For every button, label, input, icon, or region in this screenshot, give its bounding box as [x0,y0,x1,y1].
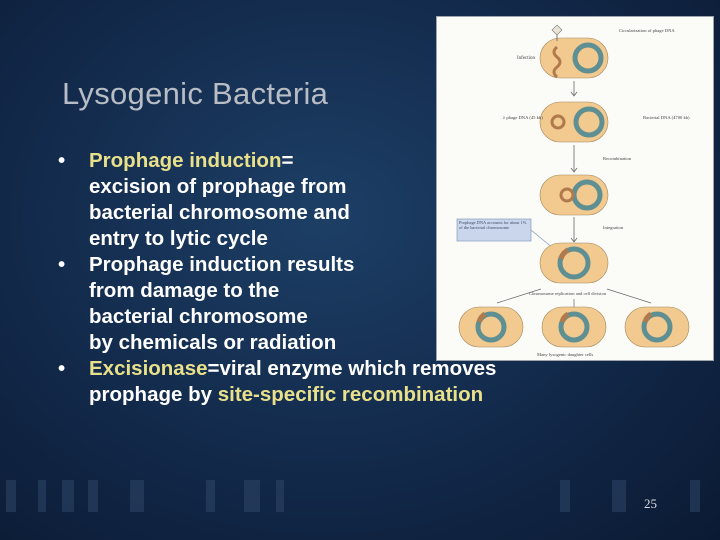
label-replication: Chromosome replication and cell division [529,291,607,296]
label-progeny: Many lysogenic daughter cells [537,352,593,357]
bullet-text: prophage by [89,383,218,406]
bullet-text: = [281,149,294,172]
bullet-text: =viral enzyme which removes [207,357,497,380]
infection-cell [539,24,609,79]
recombination-cell [539,174,609,216]
bullet-dot: • [58,149,66,172]
lysogeny-diagram-svg: Infection Circularization of phage DNA λ… [456,24,690,357]
bullet-line: bacterial chromosome and [89,201,350,224]
label-recombination: Recombination [603,156,632,161]
note-text: Prophage DNA accounts for about 1% of th… [459,220,527,230]
bullet-line: by chemicals or radiation [89,331,337,354]
term-highlight: Excisionase [89,357,208,380]
bullet-line: bacterial chromosome [89,305,308,328]
term-highlight: site-specific recombination [217,383,484,406]
bullet-dot: • [58,357,66,380]
decorative-bottom-bar [0,480,720,512]
daughter-cell [458,306,524,348]
bullet-damage: • Prophage induction results from damage… [58,252,658,356]
bullet-prophage-induction: • Prophage induction= excision of propha… [58,148,658,252]
bullet-line: entry to lytic cycle [89,227,268,250]
bullet-dot: • [58,253,66,276]
term-highlight: Prophage induction [89,149,282,172]
label-infection: Infection [517,56,536,61]
label-circularization: Circularization of phage DNA [619,28,675,33]
label-integration: Integration [603,225,624,230]
phage-icon [551,24,563,36]
bullet-list: • Prophage induction= excision of propha… [58,148,658,408]
page-number: 25 [644,496,657,511]
lysogeny-diagram: Infection Circularization of phage DNA λ… [436,16,714,361]
daughter-cell [541,306,607,348]
daughter-cell [624,306,690,348]
circularized-cell [539,101,609,143]
lysogen-cell [539,242,609,284]
bullet-line: from damage to the [89,279,280,302]
slide-title: Lysogenic Bacteria [62,76,329,111]
label-phage-dna: λ phage DNA (45 kb) [503,115,543,120]
bullet-line: excision of prophage from [89,175,347,198]
bullet-excisionase: • Excisionase=viral enzyme which removes… [58,356,658,408]
label-bacterial-dna: Bacterial DNA (4700 kb) [643,115,690,120]
bullet-line: Prophage induction results [89,253,355,276]
